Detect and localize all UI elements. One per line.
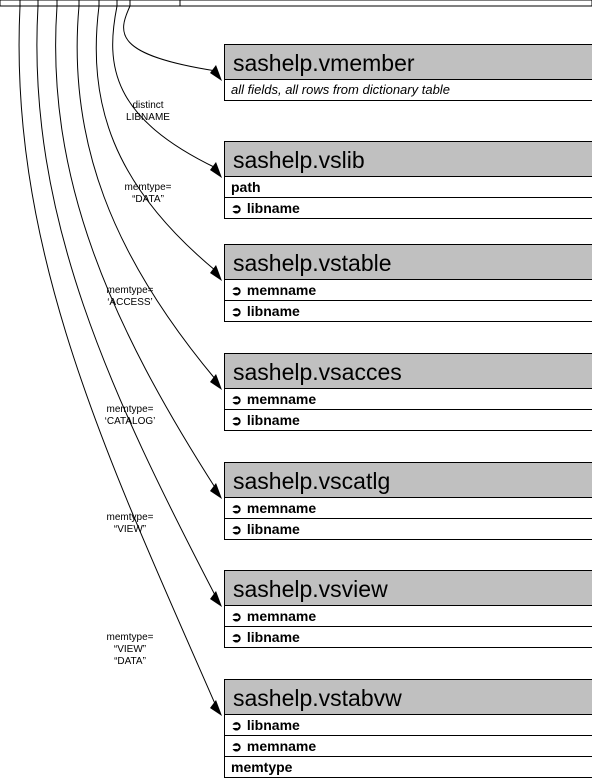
connector-curve (76, 5, 217, 381)
join-key-icon: ➲ (231, 609, 242, 624)
arrowhead-icon (210, 374, 222, 390)
filter-condition-label: memtype=‘CATALOG’ (85, 404, 175, 428)
field-name: libname (246, 521, 300, 537)
condition-line: “VIEW” (113, 524, 147, 535)
table-name: sashelp.vstabvw (224, 679, 592, 715)
key-field-row: ➲ memname (224, 280, 592, 301)
key-field-row: ➲ libname (224, 627, 592, 648)
field-name: memtype (231, 759, 293, 775)
field-name: memname (246, 608, 317, 624)
field-row: path (224, 177, 592, 198)
condition-line: ‘CATALOG’ (104, 416, 156, 427)
arrowhead-icon (210, 483, 222, 499)
join-key-icon: ➲ (231, 739, 242, 754)
table-vsview: sashelp.vsview ➲ memname ➲ libname (224, 570, 592, 648)
connector-curve (112, 5, 217, 169)
key-field-row: ➲ memname (224, 606, 592, 627)
condition-line: LIBNAME (126, 112, 170, 123)
join-key-icon: ➲ (231, 201, 242, 216)
filter-condition-label: memtype=‘ACCESS’ (85, 285, 175, 309)
table-name: sashelp.vmember (224, 44, 592, 80)
condition-line: “DATA” (132, 194, 164, 205)
field-name: memname (246, 282, 317, 298)
condition-line: memtype= (106, 632, 154, 643)
filter-condition-label: memtype=“DATA” (103, 182, 193, 206)
field-name: all fields, all rows from dictionary tab… (231, 82, 450, 97)
table-name: sashelp.vsview (224, 570, 592, 606)
condition-line: “DATA” (114, 656, 146, 667)
key-field-row: ➲ memname (224, 389, 592, 410)
table-vstable: sashelp.vstable ➲ memname ➲ libname (224, 244, 592, 322)
connector-curve (123, 5, 217, 72)
key-field-row: ➲ libname (224, 715, 592, 736)
key-field-row: ➲ libname (224, 519, 592, 540)
condition-line: memtype= (106, 512, 154, 523)
condition-line: memtype= (124, 182, 172, 193)
key-field-row: ➲ libname (224, 198, 592, 219)
table-vslib: sashelp.vslib path ➲ libname (224, 141, 592, 219)
table-name: sashelp.vsacces (224, 353, 592, 389)
table-vstabvw: sashelp.vstabvw ➲ libname ➲ memname memtype (224, 679, 592, 778)
join-key-icon: ➲ (231, 630, 242, 645)
field-name: libname (246, 412, 300, 428)
table-name: sashelp.vslib (224, 141, 592, 177)
condition-line: memtype= (106, 404, 154, 415)
field-row: all fields, all rows from dictionary tab… (224, 80, 592, 101)
arrowhead-icon (210, 591, 222, 607)
filter-condition-label: memtype=“VIEW”“DATA” (85, 632, 175, 668)
connector-curve (36, 5, 217, 598)
connector-curve (18, 5, 217, 707)
field-name: memname (246, 500, 317, 516)
field-name: path (231, 179, 261, 195)
join-key-icon: ➲ (231, 304, 242, 319)
field-name: libname (246, 629, 300, 645)
join-key-icon: ➲ (231, 413, 242, 428)
join-key-icon: ➲ (231, 392, 242, 407)
condition-line: ‘ACCESS’ (107, 297, 153, 308)
filter-condition-label: memtype=“VIEW” (85, 512, 175, 536)
key-field-row: ➲ libname (224, 301, 592, 322)
field-name: memname (246, 391, 317, 407)
arrowhead-icon (210, 162, 222, 178)
table-name: sashelp.vstable (224, 244, 592, 280)
field-name: libname (246, 200, 300, 216)
key-field-row: ➲ libname (224, 410, 592, 431)
table-vsacces: sashelp.vsacces ➲ memname ➲ libname (224, 353, 592, 431)
table-name: sashelp.vscatlg (224, 462, 592, 498)
source-table-bottom (0, 0, 592, 7)
field-name: memname (246, 738, 317, 754)
join-key-icon: ➲ (231, 283, 242, 298)
arrowhead-icon (210, 65, 222, 81)
arrowhead-icon (210, 700, 222, 716)
condition-line: “VIEW” (113, 644, 147, 655)
field-name: libname (246, 303, 300, 319)
join-key-icon: ➲ (231, 522, 242, 537)
join-key-icon: ➲ (231, 501, 242, 516)
key-field-row: ➲ memname (224, 498, 592, 519)
table-vmember: sashelp.vmember all fields, all rows from… (224, 44, 592, 101)
table-vscatlg: sashelp.vscatlg ➲ memname ➲ libname (224, 462, 592, 540)
connector-curve (55, 5, 217, 490)
field-row: memtype (224, 757, 592, 778)
arrowhead-icon (210, 265, 222, 281)
field-name: libname (246, 717, 300, 733)
connector-curve (95, 5, 217, 272)
condition-line: memtype= (106, 285, 154, 296)
key-field-row: ➲ memname (224, 736, 592, 757)
join-key-icon: ➲ (231, 718, 242, 733)
condition-line: distinct (132, 100, 164, 111)
